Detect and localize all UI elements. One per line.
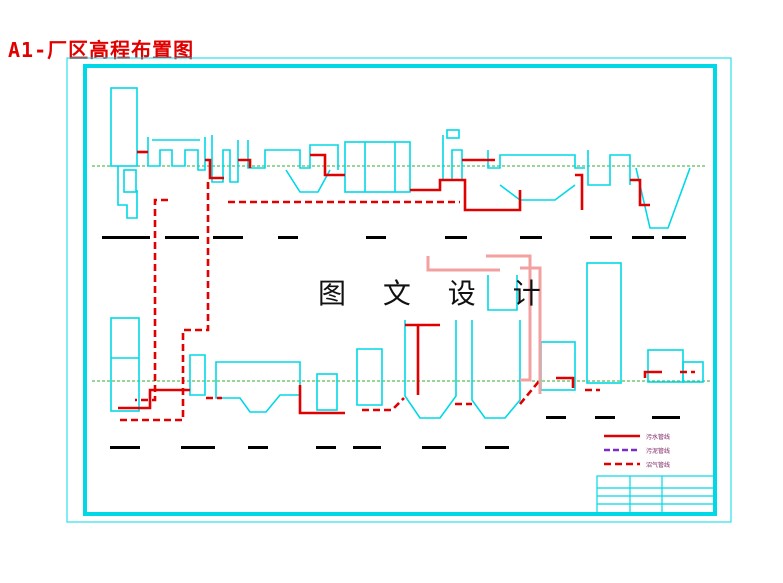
upper-labels bbox=[102, 236, 686, 239]
sewage-pipes bbox=[118, 150, 662, 415]
sludge-tank bbox=[540, 341, 576, 391]
lower-labels bbox=[110, 416, 680, 449]
legend-sewage-label: 污水管线 bbox=[646, 434, 671, 441]
outer-frame bbox=[66, 57, 732, 523]
air-pipes bbox=[120, 182, 695, 422]
upper-structures bbox=[110, 87, 691, 229]
gas-holder bbox=[586, 262, 622, 384]
legend-air-label: 沼气管线 bbox=[646, 462, 671, 469]
inlet-tower bbox=[110, 87, 138, 167]
highlight-outline bbox=[426, 254, 542, 394]
title-block bbox=[596, 475, 716, 515]
legend-lines bbox=[604, 434, 640, 466]
lower-structures bbox=[110, 262, 704, 419]
lift-tank bbox=[110, 317, 140, 412]
inner-frame bbox=[83, 64, 717, 516]
watermark: 图 文 设 计 bbox=[318, 277, 555, 310]
legend-sludge-label: 污泥管线 bbox=[646, 448, 671, 455]
reaction-tank bbox=[344, 141, 411, 193]
